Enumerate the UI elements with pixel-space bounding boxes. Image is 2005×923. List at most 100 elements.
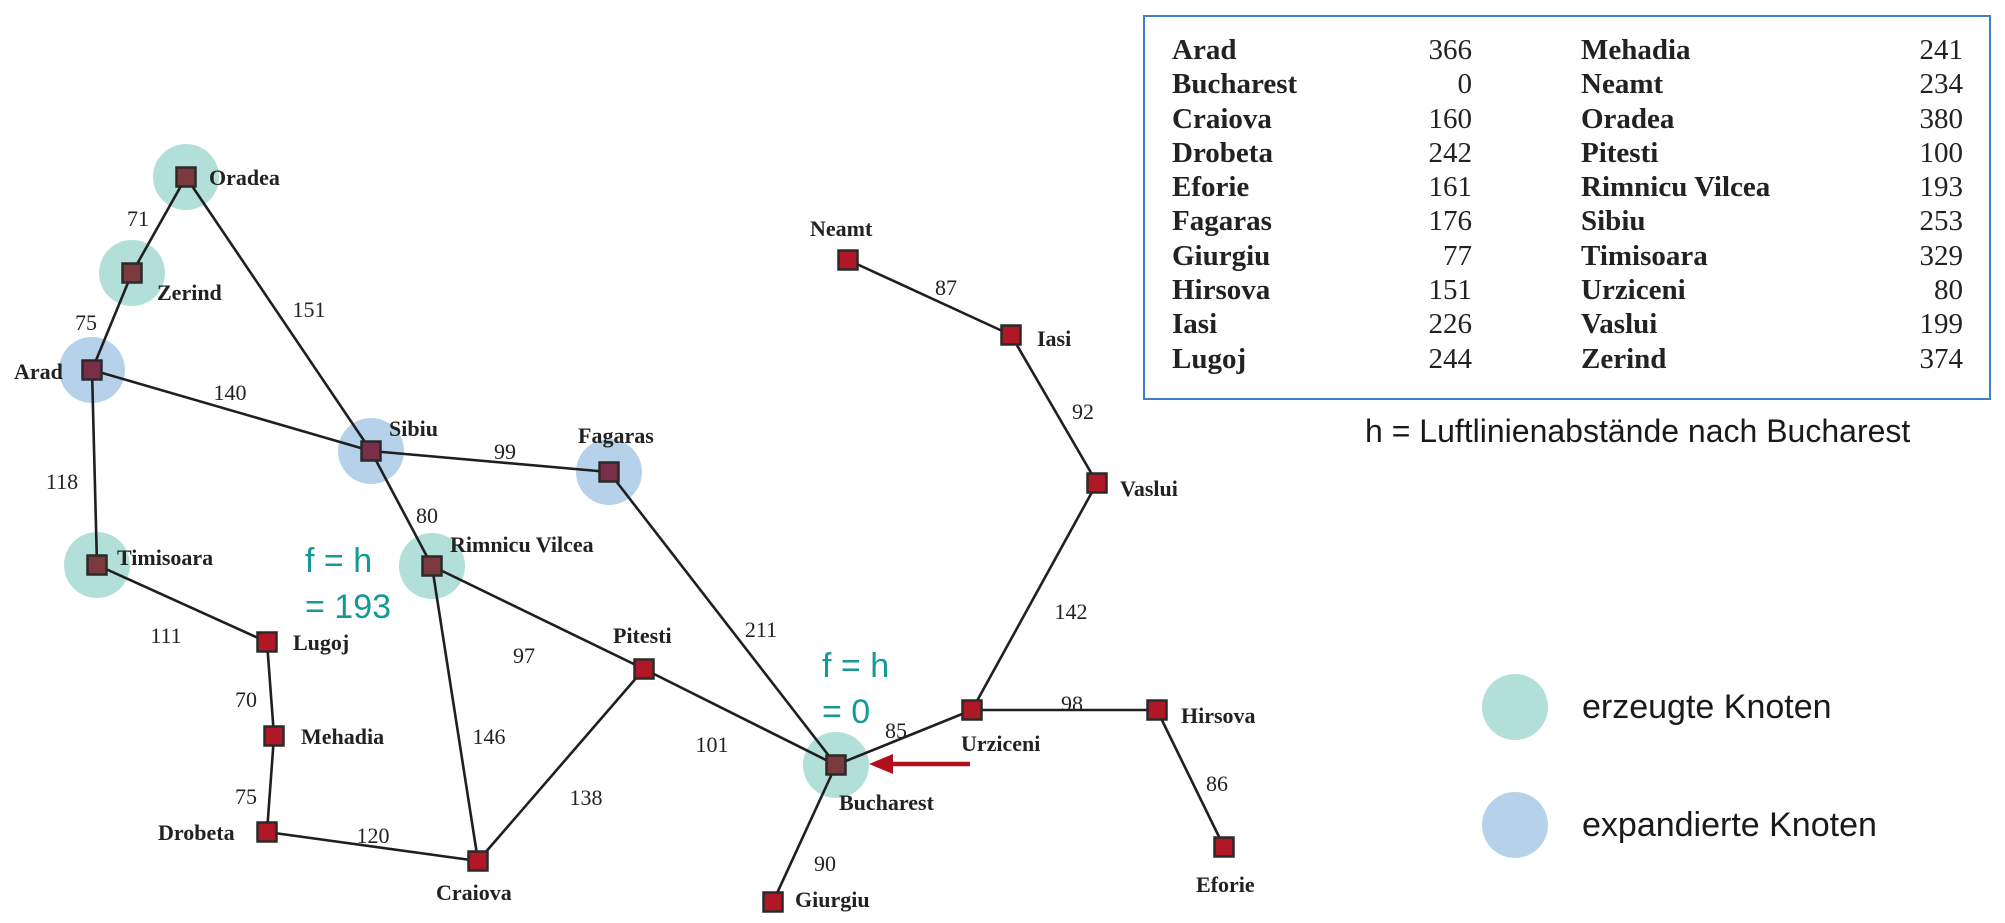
road-hirsova-eforie — [1155, 709, 1226, 848]
city-label-bucharest: Bucharest — [839, 790, 935, 815]
heuristic-city-name: Zerind — [1581, 342, 1667, 375]
distance-label-arad-sibiu: 140 — [214, 380, 247, 405]
heuristic-city-name: Urziceni — [1581, 274, 1686, 307]
road-drobeta-craiova — [266, 830, 479, 863]
city-node-drobeta — [256, 821, 278, 843]
heuristic-row: Lugoj 244 — [1172, 342, 1472, 376]
distance-label-craiova-pitesti: 138 — [570, 785, 603, 810]
road-urziceni-vaslui — [970, 482, 1099, 711]
heuristic-row: Vaslui 199 — [1581, 307, 1963, 341]
heuristic-value: 199 — [1919, 308, 1964, 341]
f-annotation-bucharest-line-2: = 0 — [822, 693, 870, 731]
heuristic-city-name: Sibiu — [1581, 205, 1646, 238]
road-pitesti-bucharest — [643, 667, 837, 767]
heuristic-city-name: Bucharest — [1172, 68, 1298, 101]
city-label-sibiu: Sibiu — [389, 416, 438, 441]
city-node-craiova — [467, 850, 489, 872]
distance-label-rimnicu-vilcea-craiova: 146 — [473, 724, 506, 749]
road-rimnicu-vilcea-craiova — [430, 565, 480, 862]
city-node-urziceni — [961, 699, 983, 721]
distance-label-lugoj-mehadia: 70 — [235, 687, 257, 712]
heuristic-caption: h = Luftlinienabstände nach Bucharest — [1365, 413, 1911, 449]
heuristic-city-name: Rimnicu Vilcea — [1581, 171, 1771, 204]
heuristic-value: 77 — [1443, 239, 1472, 272]
expanded-node-swatch — [1482, 792, 1548, 858]
legend-item-generated: erzeugte Knoten — [1482, 674, 1832, 740]
distance-label-arad-timisoara: 118 — [46, 469, 78, 494]
city-node-oradea — [175, 166, 197, 188]
legend-label-generated: erzeugte Knoten — [1582, 687, 1832, 726]
city-node-arad — [81, 359, 103, 381]
heuristic-row: Giurgiu 77 — [1172, 239, 1472, 273]
road-rimnicu-vilcea-pitesti — [431, 564, 645, 671]
city-node-timisoara — [86, 554, 108, 576]
city-node-fagaras — [598, 461, 620, 483]
city-label-oradea: Oradea — [209, 165, 280, 190]
legend-item-expanded: expandierte Knoten — [1482, 792, 1877, 858]
city-label-zerind: Zerind — [157, 280, 222, 305]
distance-label-iasi-neamt: 87 — [935, 275, 957, 300]
city-node-rimnicu-vilcea — [421, 555, 443, 577]
heuristic-city-name: Arad — [1172, 34, 1237, 66]
heuristic-value: 234 — [1919, 68, 1964, 101]
generated-node-swatch — [1482, 674, 1548, 740]
heuristic-value: 80 — [1934, 274, 1963, 307]
heuristic-row: Urziceni 80 — [1581, 273, 1963, 307]
city-label-fagaras: Fagaras — [578, 423, 654, 448]
heuristic-city-name: Vaslui — [1581, 308, 1658, 341]
heuristic-city-name: Lugoj — [1172, 342, 1247, 375]
heuristic-value: 244 — [1428, 342, 1473, 375]
road-zerind-arad — [90, 272, 134, 371]
heuristic-value: 160 — [1428, 102, 1473, 135]
distance-label-drobeta-craiova: 120 — [357, 823, 390, 848]
city-label-mehadia: Mehadia — [301, 724, 384, 749]
city-node-lugoj — [256, 631, 278, 653]
heuristic-row: Arad 366 — [1172, 33, 1472, 67]
road-lugoj-mehadia — [265, 641, 276, 737]
distance-label-oradea-sibiu: 151 — [293, 297, 326, 322]
road-bucharest-urziceni — [835, 708, 973, 767]
distance-label-sibiu-rimnicu-vilcea: 80 — [416, 503, 438, 528]
city-label-rimnicu-vilcea: Rimnicu Vilcea — [450, 532, 594, 557]
heuristic-value: 366 — [1428, 34, 1473, 66]
distance-label-timisoara-lugoj: 111 — [150, 623, 181, 648]
city-node-layer — [81, 166, 1235, 913]
heuristic-city-name: Oradea — [1581, 102, 1675, 135]
heuristic-city-name: Fagaras — [1172, 205, 1272, 238]
heuristic-value: 329 — [1919, 239, 1964, 272]
city-label-eforie: Eforie — [1196, 872, 1255, 897]
heuristic-city-name: Pitesti — [1581, 136, 1659, 169]
city-node-vaslui — [1086, 472, 1108, 494]
heuristic-city-name: Giurgiu — [1172, 239, 1271, 272]
f-annotation-rimnicu-vilcea-line-2: = 193 — [305, 588, 391, 626]
road-layer — [90, 176, 1226, 903]
city-label-neamt: Neamt — [810, 216, 873, 241]
road-iasi-neamt — [847, 258, 1012, 337]
distance-label-oradea-zerind: 71 — [127, 206, 149, 231]
heuristic-city-name: Neamt — [1581, 68, 1664, 101]
heuristic-value: 242 — [1428, 136, 1473, 169]
distance-label-urziceni-vaslui: 142 — [1055, 599, 1088, 624]
city-node-giurgiu — [762, 891, 784, 913]
heuristic-value: 176 — [1428, 205, 1473, 238]
city-node-zerind — [121, 262, 143, 284]
heuristic-city-name: Hirsova — [1172, 274, 1271, 307]
heuristic-value: 0 — [1457, 68, 1473, 101]
f-annotation-rimnicu-vilcea-line-1: f = h — [305, 542, 372, 580]
road-vaslui-iasi — [1009, 334, 1099, 484]
current-node-pointer — [869, 754, 970, 774]
